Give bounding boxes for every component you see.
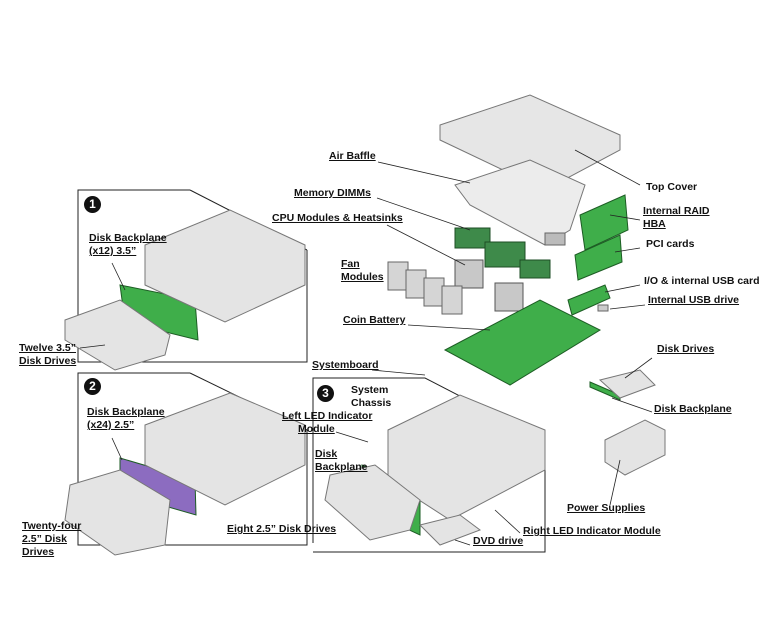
panel-2-backplane-label-2: (x24) 2.5”	[87, 419, 135, 431]
disk-backplane-label: Disk Backplane	[654, 403, 732, 415]
top-cover	[439, 94, 621, 191]
top-cover-label: Top Cover	[646, 181, 698, 193]
system-chassis-label-2: Chassis	[351, 397, 392, 409]
internal-usb-drive-label: Internal USB drive	[648, 294, 740, 306]
power-supplies-label: Power Supplies	[567, 502, 646, 514]
panel-1-drives-label: Twelve 3.5”	[19, 342, 77, 354]
coin-battery-label: Coin Battery	[343, 314, 406, 326]
disk-drives-label: Disk Drives	[657, 343, 715, 355]
systemboard	[443, 299, 602, 386]
drives-8	[324, 464, 421, 541]
eight-drives-label: Eight 2.5” Disk Drives	[227, 523, 337, 535]
right-led-label: Right LED Indicator Module	[523, 525, 661, 537]
panel-1-drives-label-2: Disk Drives	[19, 355, 77, 367]
internal-raid-label-2: HBA	[643, 218, 666, 230]
internal-raid-label: Internal RAID	[643, 205, 710, 217]
io-usb-card-label: I/O & internal USB card	[644, 275, 760, 287]
panel-2-frame	[77, 372, 308, 546]
fan-modules-label: Fan	[341, 258, 360, 270]
cpu-modules-label: CPU Modules & Heatsinks	[272, 212, 403, 224]
panel-2-drives-label-3: Drives	[22, 546, 55, 558]
drives-12	[64, 299, 171, 371]
panel-1-backplane-label: Disk Backplane	[89, 232, 167, 244]
drives-24	[64, 469, 171, 556]
pci-card	[574, 234, 623, 281]
left-led-label-2: Module	[298, 423, 335, 435]
panel-2-drives-label-2: 2.5” Disk	[22, 533, 67, 545]
memory-dimms-label: Memory DIMMs	[294, 187, 372, 199]
air-baffle-label: Air Baffle	[329, 150, 376, 162]
panel-1-frame	[77, 189, 308, 363]
systemboard-label: Systemboard	[312, 359, 379, 371]
disk-backplane-3-label-2: Backplane	[315, 461, 368, 473]
panel-3-number: 3	[317, 385, 334, 402]
pci-cards-label: PCI cards	[646, 238, 695, 250]
cpu-heatsink	[454, 259, 484, 289]
io-usb-card	[567, 284, 611, 316]
memory-dimm	[519, 259, 551, 279]
disk-backplane-small	[589, 381, 621, 401]
power-supplies	[604, 419, 666, 476]
fan-modules-label-2: Modules	[341, 271, 384, 283]
disk-backplane-3-label: Disk	[315, 448, 338, 460]
panel-2-drives-label: Twenty-four	[22, 520, 82, 532]
chassis-2	[144, 392, 306, 506]
panel-2-backplane-label: Disk Backplane	[87, 406, 165, 418]
air-baffle	[454, 159, 586, 246]
memory-dimm	[454, 227, 491, 249]
left-led-label: Left LED Indicator	[282, 410, 373, 422]
panel-1-number: 1	[84, 196, 101, 213]
panel-1-backplane-label-2: (x12) 3.5”	[89, 245, 137, 257]
raid-hba-card	[579, 194, 629, 251]
disk-drive-small	[598, 369, 656, 399]
cpu-heatsink	[494, 282, 524, 312]
system-chassis-label: System	[351, 384, 389, 396]
dvd-drive-label: DVD drive	[473, 535, 524, 547]
panel-2-number: 2	[84, 378, 101, 395]
memory-dimm	[484, 241, 526, 268]
chassis-1	[144, 209, 306, 323]
dvd-drive	[419, 514, 482, 546]
